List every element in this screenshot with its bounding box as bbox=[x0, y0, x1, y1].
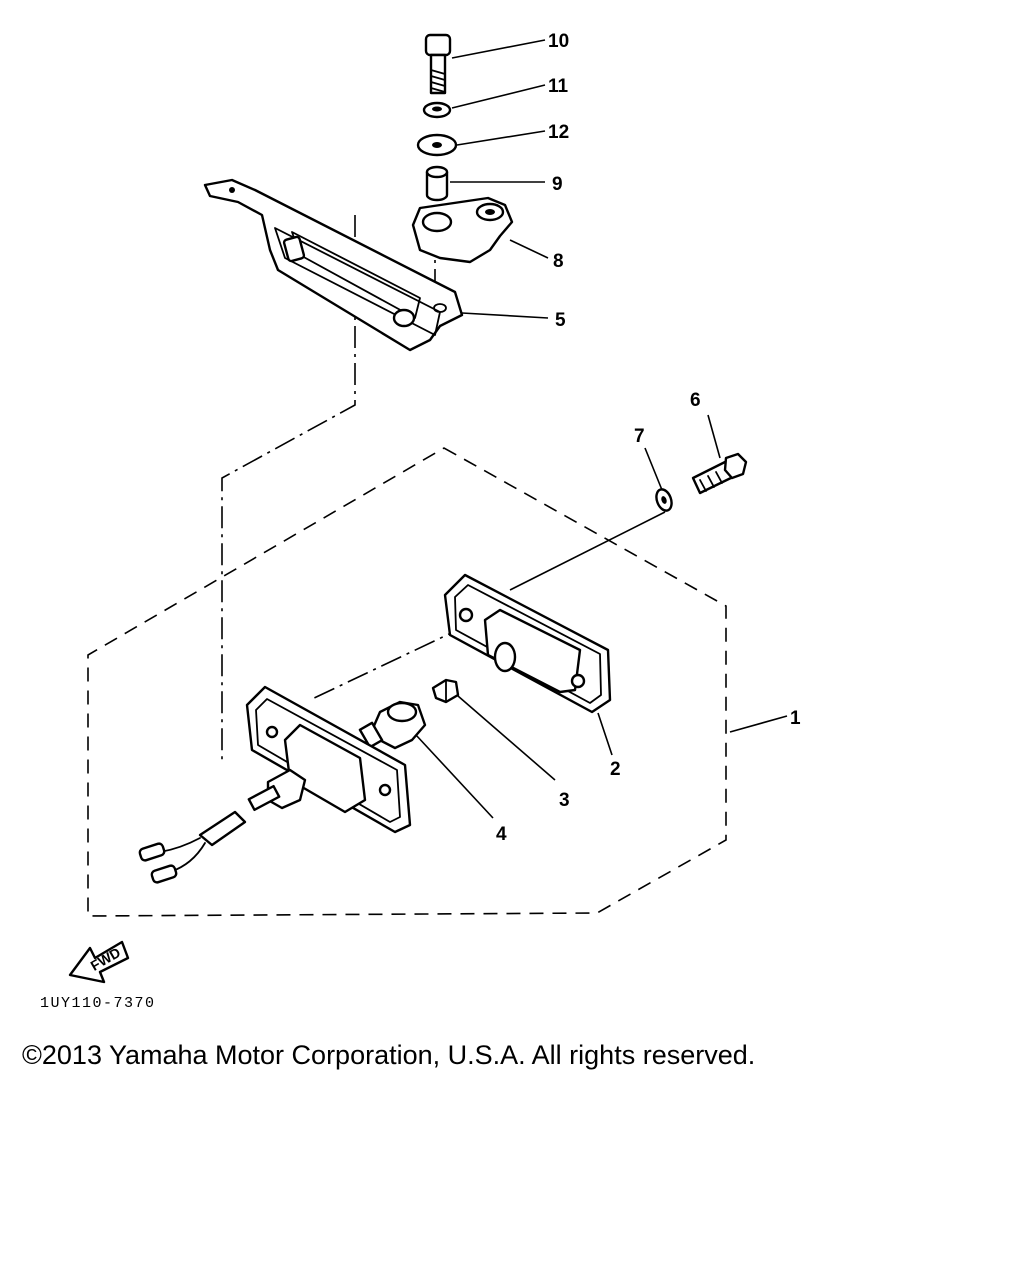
bulb-part-3 bbox=[431, 678, 460, 704]
callout-1: 1 bbox=[790, 708, 801, 729]
callout-12: 12 bbox=[548, 122, 569, 143]
flat-washer-part-12 bbox=[416, 133, 458, 157]
leader-lines bbox=[415, 39, 788, 819]
holder-part-8 bbox=[411, 196, 514, 264]
wire-harness bbox=[138, 810, 247, 884]
lamp-housing bbox=[245, 685, 412, 834]
collar-part-9 bbox=[425, 165, 449, 202]
exploded-parts-diagram: FWD 10 11 12 9 8 5 6 7 1 2 3 4 bbox=[68, 31, 801, 984]
assembly-boundary bbox=[87, 447, 727, 917]
lock-washer-part-11 bbox=[422, 101, 452, 119]
mounting-bracket-part-5 bbox=[203, 178, 464, 352]
callout-9: 9 bbox=[552, 174, 563, 195]
callout-8: 8 bbox=[553, 251, 564, 272]
washer-part-7 bbox=[655, 488, 673, 512]
callout-2: 2 bbox=[610, 759, 621, 780]
callout-11: 11 bbox=[548, 76, 569, 97]
lamp-lens-part-2 bbox=[443, 573, 612, 714]
callout-6: 6 bbox=[690, 390, 701, 411]
callout-5: 5 bbox=[555, 310, 566, 331]
drawing-code: 1UY110-7370 bbox=[40, 995, 156, 1012]
fwd-direction-arrow: FWD bbox=[68, 940, 130, 984]
screw-part-6 bbox=[691, 452, 748, 495]
callout-4: 4 bbox=[496, 824, 507, 845]
socket-part-4 bbox=[358, 700, 427, 750]
callout-10: 10 bbox=[548, 31, 569, 52]
bolt-part-10 bbox=[424, 33, 452, 95]
callout-3: 3 bbox=[559, 790, 570, 811]
callout-7: 7 bbox=[634, 426, 645, 447]
copyright-notice: ©2013 Yamaha Motor Corporation, U.S.A. A… bbox=[22, 1040, 756, 1070]
